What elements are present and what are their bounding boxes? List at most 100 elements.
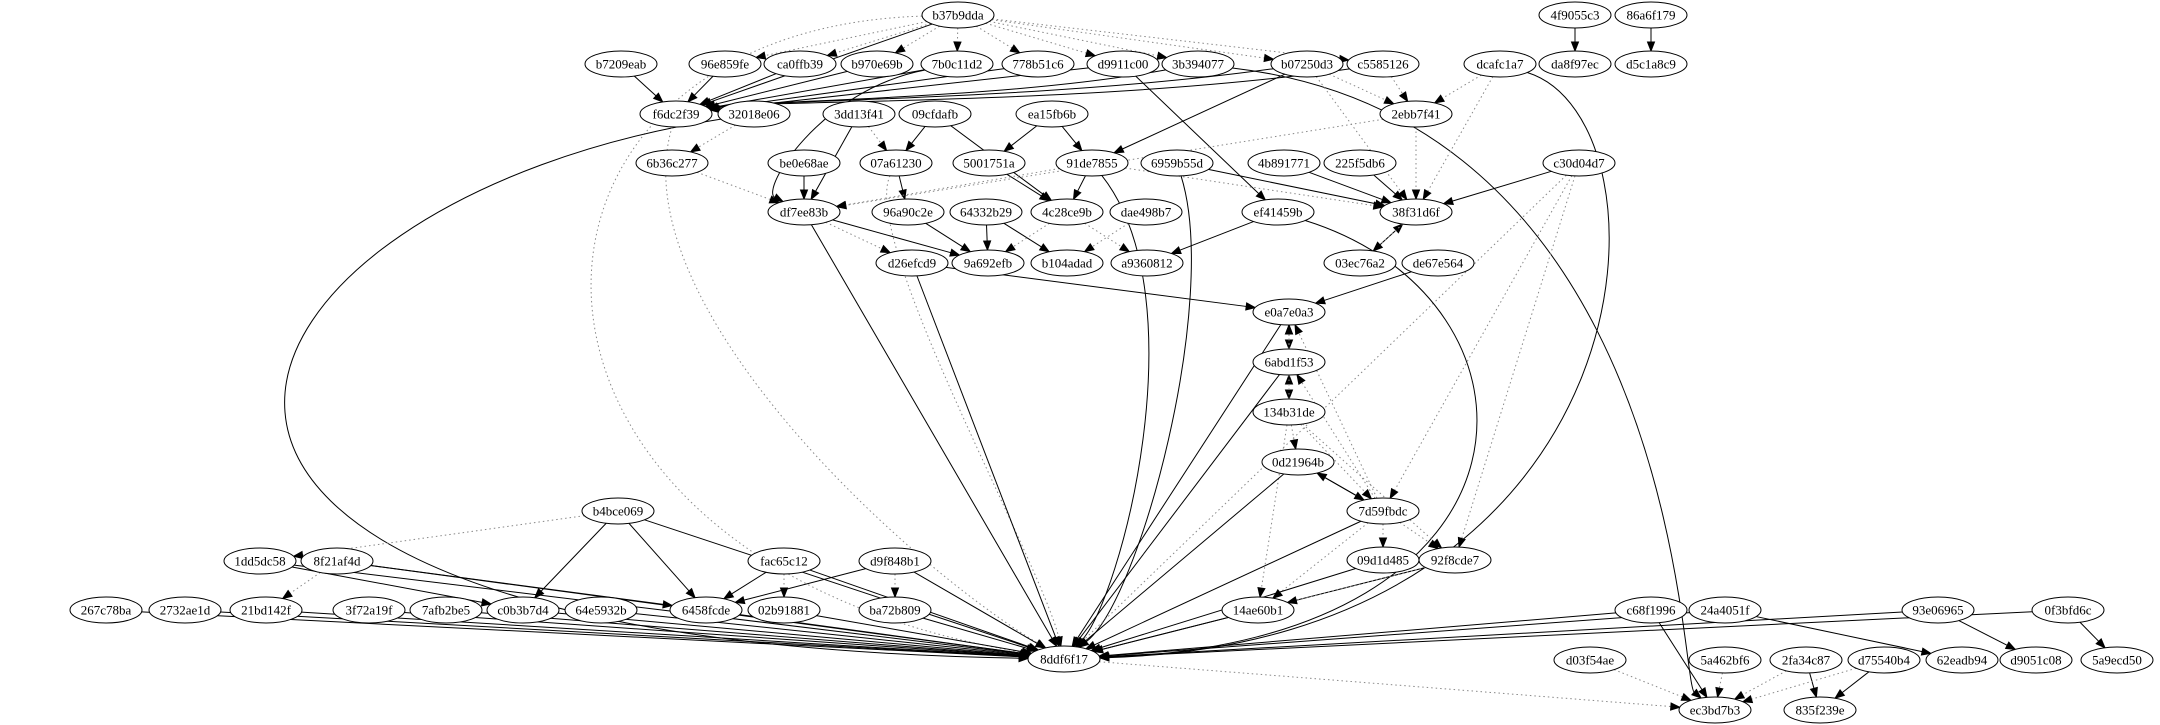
graph-node-8ddf6f17[interactable]: 8ddf6f17 (1027, 645, 1101, 673)
graph-node-f6dc2f39[interactable]: f6dc2f39 (639, 100, 713, 128)
graph-node-09d1d485[interactable]: 09d1d485 (1346, 546, 1420, 574)
graph-node-778b51c6[interactable]: 778b51c6 (1001, 50, 1075, 78)
graph-node-c0b3b7d4[interactable]: c0b3b7d4 (486, 596, 560, 624)
node-ellipse (581, 497, 655, 525)
graph-node-92f8cde7[interactable]: 92f8cde7 (1418, 546, 1492, 574)
graph-node-5001751a[interactable]: 5001751a (952, 149, 1026, 177)
graph-node-df7ee83b[interactable]: df7ee83b (767, 198, 841, 226)
graph-node-64332b29[interactable]: 64332b29 (949, 198, 1023, 226)
graph-node-c30d04d7[interactable]: c30d04d7 (1542, 149, 1616, 177)
graph-node-5a462bf6[interactable]: 5a462bf6 (1688, 646, 1762, 674)
graph-node-225f5db6[interactable]: 225f5db6 (1323, 149, 1397, 177)
graph-node-835f239e[interactable]: 835f239e (1783, 696, 1857, 724)
graph-node-d75540b4[interactable]: d75540b4 (1847, 646, 1921, 674)
graph-node-d03f54ae[interactable]: d03f54ae (1553, 646, 1627, 674)
edge-line (1718, 672, 1723, 689)
graph-node-8f21af4d[interactable]: 8f21af4d (300, 547, 374, 575)
arrowhead-icon (1378, 537, 1388, 549)
graph-node-d26efcd9[interactable]: d26efcd9 (875, 249, 949, 277)
graph-node-d5c1a8c9[interactable]: d5c1a8c9 (1614, 50, 1688, 78)
graph-node-fac65c12[interactable]: fac65c12 (747, 547, 821, 575)
graph-node-4b891771[interactable]: 4b891771 (1247, 149, 1321, 177)
graph-node-03ec76a2[interactable]: 03ec76a2 (1323, 249, 1397, 277)
edge-134b31de-to-7d59fbdc (1300, 423, 1373, 500)
graph-node-96a90c2e[interactable]: 96a90c2e (871, 198, 945, 226)
graph-node-b4bce069[interactable]: b4bce069 (581, 497, 655, 525)
graph-node-5a9ecd50[interactable]: 5a9ecd50 (2080, 646, 2154, 674)
graph-node-3b394077[interactable]: 3b394077 (1161, 50, 1235, 78)
node-label: 4f9055c3 (1550, 8, 1599, 23)
graph-node-6abd1f53[interactable]: 6abd1f53 (1252, 348, 1326, 376)
graph-node-d9911c00[interactable]: d9911c00 (1086, 50, 1160, 78)
graph-node-91de7855[interactable]: 91de7855 (1055, 149, 1129, 177)
node-label: d9911c00 (1098, 57, 1149, 72)
graph-node-24a4051f[interactable]: 24a4051f (1688, 596, 1762, 624)
graph-node-9a692efb[interactable]: 9a692efb (951, 249, 1025, 277)
graph-node-07a61230[interactable]: 07a61230 (859, 149, 933, 177)
graph-node-6b36c277[interactable]: 6b36c277 (635, 149, 709, 177)
graph-node-d9051c08[interactable]: d9051c08 (1999, 646, 2073, 674)
graph-node-de67e564[interactable]: de67e564 (1401, 249, 1475, 277)
graph-node-ca0ffb39[interactable]: ca0ffb39 (763, 50, 837, 78)
graph-node-be0e68ae[interactable]: be0e68ae (767, 149, 841, 177)
graph-node-4f9055c3[interactable]: 4f9055c3 (1538, 1, 1612, 29)
arrowhead-icon (1271, 588, 1284, 600)
graph-node-64e5932b[interactable]: 64e5932b (564, 596, 638, 624)
graph-node-6959b55d[interactable]: 6959b55d (1140, 149, 1214, 177)
graph-node-3dd13f41[interactable]: 3dd13f41 (822, 100, 896, 128)
graph-node-3f72a19f[interactable]: 3f72a19f (332, 596, 406, 624)
graph-node-6458fcde[interactable]: 6458fcde (669, 596, 743, 624)
graph-node-c5585126[interactable]: c5585126 (1346, 50, 1420, 78)
node-label: 2732ae1d (160, 603, 211, 618)
graph-node-14ae60b1[interactable]: 14ae60b1 (1221, 596, 1295, 624)
graph-node-09cfdafb[interactable]: 09cfdafb (898, 100, 972, 128)
graph-node-b37b9dda[interactable]: b37b9dda (921, 1, 995, 29)
graph-node-2fa34c87[interactable]: 2fa34c87 (1769, 646, 1843, 674)
graph-node-96e859fe[interactable]: 96e859fe (688, 50, 762, 78)
graph-node-7afb2be5[interactable]: 7afb2be5 (409, 596, 483, 624)
arrowhead-icon (1383, 95, 1395, 105)
node-label: e0a7e0a3 (1264, 305, 1313, 320)
graph-node-dcafc1a7[interactable]: dcafc1a7 (1463, 50, 1537, 78)
arrowhead-icon (1372, 241, 1384, 252)
arrowhead-icon (1457, 536, 1466, 549)
graph-node-7d59fbdc[interactable]: 7d59fbdc (1346, 497, 1420, 525)
arrowhead-icon (292, 550, 304, 560)
edges-layer (141, 15, 2106, 711)
graph-node-b104adad[interactable]: b104adad (1030, 249, 1104, 277)
graph-node-d9f848b1[interactable]: d9f848b1 (858, 547, 932, 575)
graph-node-ea15fb6b[interactable]: ea15fb6b (1015, 100, 1089, 128)
graph-node-02b91881[interactable]: 02b91881 (747, 596, 821, 624)
node-ellipse (898, 100, 972, 128)
graph-node-7b0c11d2[interactable]: 7b0c11d2 (920, 50, 994, 78)
graph-node-e0a7e0a3[interactable]: e0a7e0a3 (1252, 298, 1326, 326)
edge-ef41459b-to-a9360812 (1170, 221, 1254, 254)
graph-node-134b31de[interactable]: 134b31de (1252, 398, 1326, 426)
graph-node-b07250d3[interactable]: b07250d3 (1270, 50, 1344, 78)
graph-node-93e06965[interactable]: 93e06965 (1901, 596, 1975, 624)
graph-node-62eadb94[interactable]: 62eadb94 (1925, 646, 1999, 674)
graph-node-267c78ba[interactable]: 267c78ba (69, 596, 143, 624)
graph-node-b970e69b[interactable]: b970e69b (840, 50, 914, 78)
graph-node-ef41459b[interactable]: ef41459b (1241, 198, 1315, 226)
graph-node-b7209eab[interactable]: b7209eab (584, 50, 658, 78)
graph-node-1dd5dc58[interactable]: 1dd5dc58 (223, 547, 297, 575)
graph-node-2ebb7f41[interactable]: 2ebb7f41 (1379, 100, 1453, 128)
graph-node-21bd142f[interactable]: 21bd142f (229, 596, 303, 624)
graph-node-0f3bfd6c[interactable]: 0f3bfd6c (2031, 596, 2105, 624)
graph-node-38f31d6f[interactable]: 38f31d6f (1379, 198, 1453, 226)
graph-node-ba72b809[interactable]: ba72b809 (858, 596, 932, 624)
arrowhead-icon (1263, 53, 1275, 63)
graph-node-2732ae1d[interactable]: 2732ae1d (148, 596, 222, 624)
graph-node-32018e06[interactable]: 32018e06 (717, 100, 791, 128)
node-label: d75540b4 (1858, 653, 1911, 668)
graph-node-ec3bd7b3[interactable]: ec3bd7b3 (1678, 696, 1752, 724)
graph-node-dae498b7[interactable]: dae498b7 (1109, 198, 1183, 226)
graph-node-c68f1996[interactable]: c68f1996 (1614, 596, 1688, 624)
graph-node-a9360812[interactable]: a9360812 (1110, 249, 1184, 277)
arrowhead-icon (1084, 640, 1097, 650)
graph-node-86a6f179[interactable]: 86a6f179 (1614, 1, 1688, 29)
graph-node-da8f97ec[interactable]: da8f97ec (1538, 50, 1612, 78)
graph-node-0d21964b[interactable]: 0d21964b (1261, 448, 1335, 476)
graph-node-4c28ce9b[interactable]: 4c28ce9b (1030, 198, 1104, 226)
